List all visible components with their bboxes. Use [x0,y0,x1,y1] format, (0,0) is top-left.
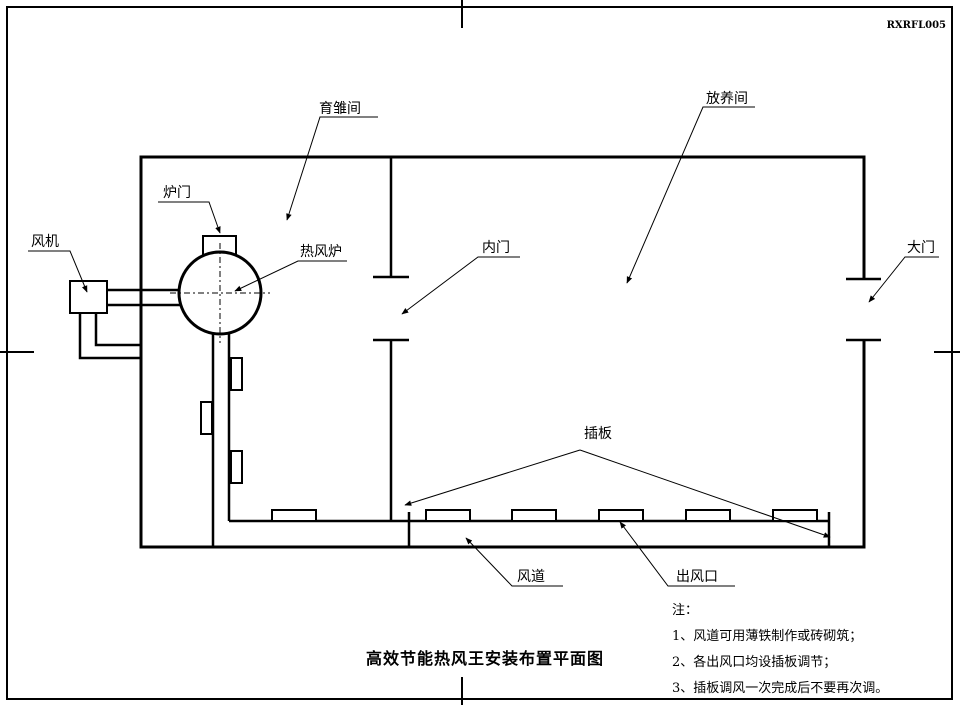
note-item: 1、风道可用薄铁制作或砖砌筑； [672,629,863,644]
fan-box [69,280,108,314]
furnace-center-lines [170,243,270,343]
drawing-title: 高效节能热风王安装布置平面图 [366,649,605,668]
label-main-door: 大门 [907,240,935,256]
air-outlet [230,357,243,391]
note-item: 2、各出风口均设插板调节； [672,655,837,670]
air-outlet [230,450,243,484]
drawing-code: RXRFL005 [886,20,946,31]
label-furnace-door: 炉门 [163,185,191,201]
leader-lines [28,106,939,587]
notes-heading: 注： [672,603,699,618]
label-inner-door: 内门 [482,240,510,256]
building-outline [139,155,866,549]
note-item: 3、插板调风一次完成后不要再次调。 [672,681,889,696]
inner-door-jambs [373,275,409,342]
label-fan: 风机 [31,234,59,250]
air-outlet [598,509,644,522]
label-damper: 插板 [584,426,612,442]
air-outlet [271,509,317,522]
label-air-duct: 风道 [517,569,545,585]
fan-connection-pipes [78,288,180,360]
label-brooding-room: 育雏间 [319,101,361,117]
notes-block: 注： 1、风道可用薄铁制作或砖砌筑； 2、各出风口均设插板调节； 3、插板调风一… [672,598,888,702]
air-outlet [772,509,818,522]
air-outlets [200,357,818,522]
main-door-jambs [846,277,881,342]
drawing-frame [6,6,953,700]
label-rearing-room: 放养间 [706,91,748,107]
label-hot-air-furnace: 热风炉 [300,244,342,260]
air-outlet [685,509,731,522]
air-outlet [511,509,557,522]
label-air-outlet: 出风口 [676,569,718,585]
hot-air-furnace [177,250,263,336]
air-outlet [425,509,471,522]
air-outlet [200,401,213,435]
